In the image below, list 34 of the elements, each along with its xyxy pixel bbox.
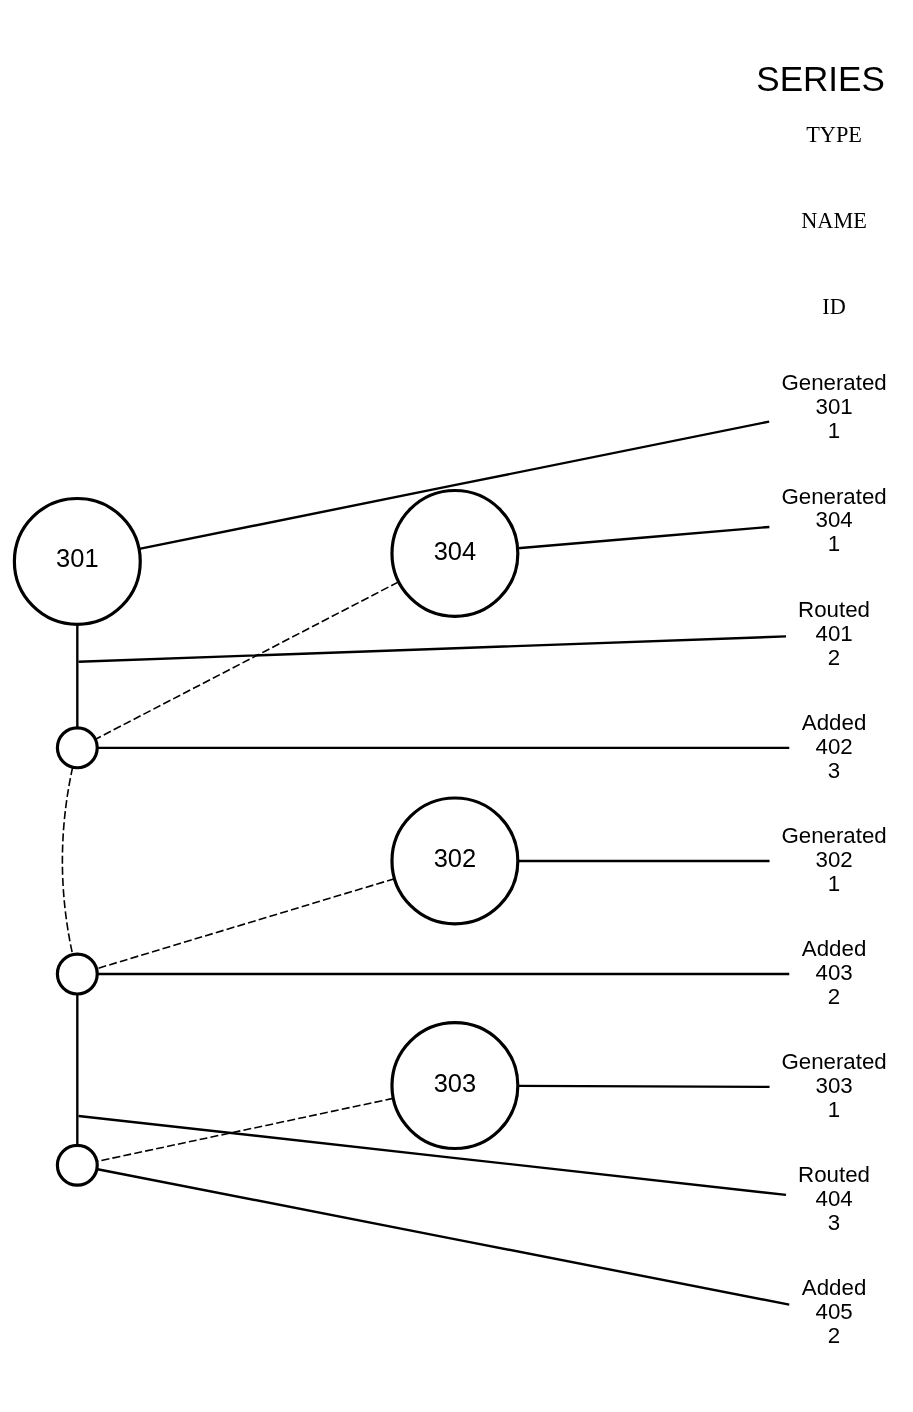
node-text: Added 403 2 <box>801 936 867 1009</box>
node-text: Routed 401 2 <box>798 596 871 670</box>
label: TYPE <box>806 121 862 147</box>
label: ID <box>822 293 846 319</box>
connector <box>97 1168 790 1306</box>
node-circle <box>55 952 99 996</box>
connector <box>517 525 770 550</box>
connector <box>97 972 790 976</box>
node-text: Generated 303 1 <box>781 1049 887 1122</box>
node-text: Added 402 3 <box>801 709 867 783</box>
connector <box>518 1084 770 1089</box>
node-circle: 304 <box>390 488 520 618</box>
node-circle <box>55 726 99 770</box>
connector <box>76 624 79 728</box>
connector <box>96 1097 394 1163</box>
node-text: Routed 404 3 <box>798 1162 871 1236</box>
node-text: Generated 301 1 <box>781 370 887 444</box>
label: NAME <box>801 207 867 233</box>
connector <box>94 581 399 740</box>
connector <box>139 420 770 551</box>
connector <box>518 859 770 863</box>
connector <box>96 877 396 970</box>
node-text: Added 405 2 <box>801 1275 867 1349</box>
connector <box>97 746 790 749</box>
node-circle: 301 <box>12 496 142 626</box>
connector <box>78 1114 787 1197</box>
node-circle <box>55 1143 99 1187</box>
node-circle: 302 <box>390 796 520 926</box>
node-text: Generated 302 1 <box>781 822 887 896</box>
node-text: Generated 304 1 <box>781 483 887 557</box>
node-circle: 303 <box>390 1021 520 1151</box>
connector <box>76 994 79 1146</box>
connector <box>78 635 787 663</box>
diagram-title: SERIES <box>756 58 885 98</box>
